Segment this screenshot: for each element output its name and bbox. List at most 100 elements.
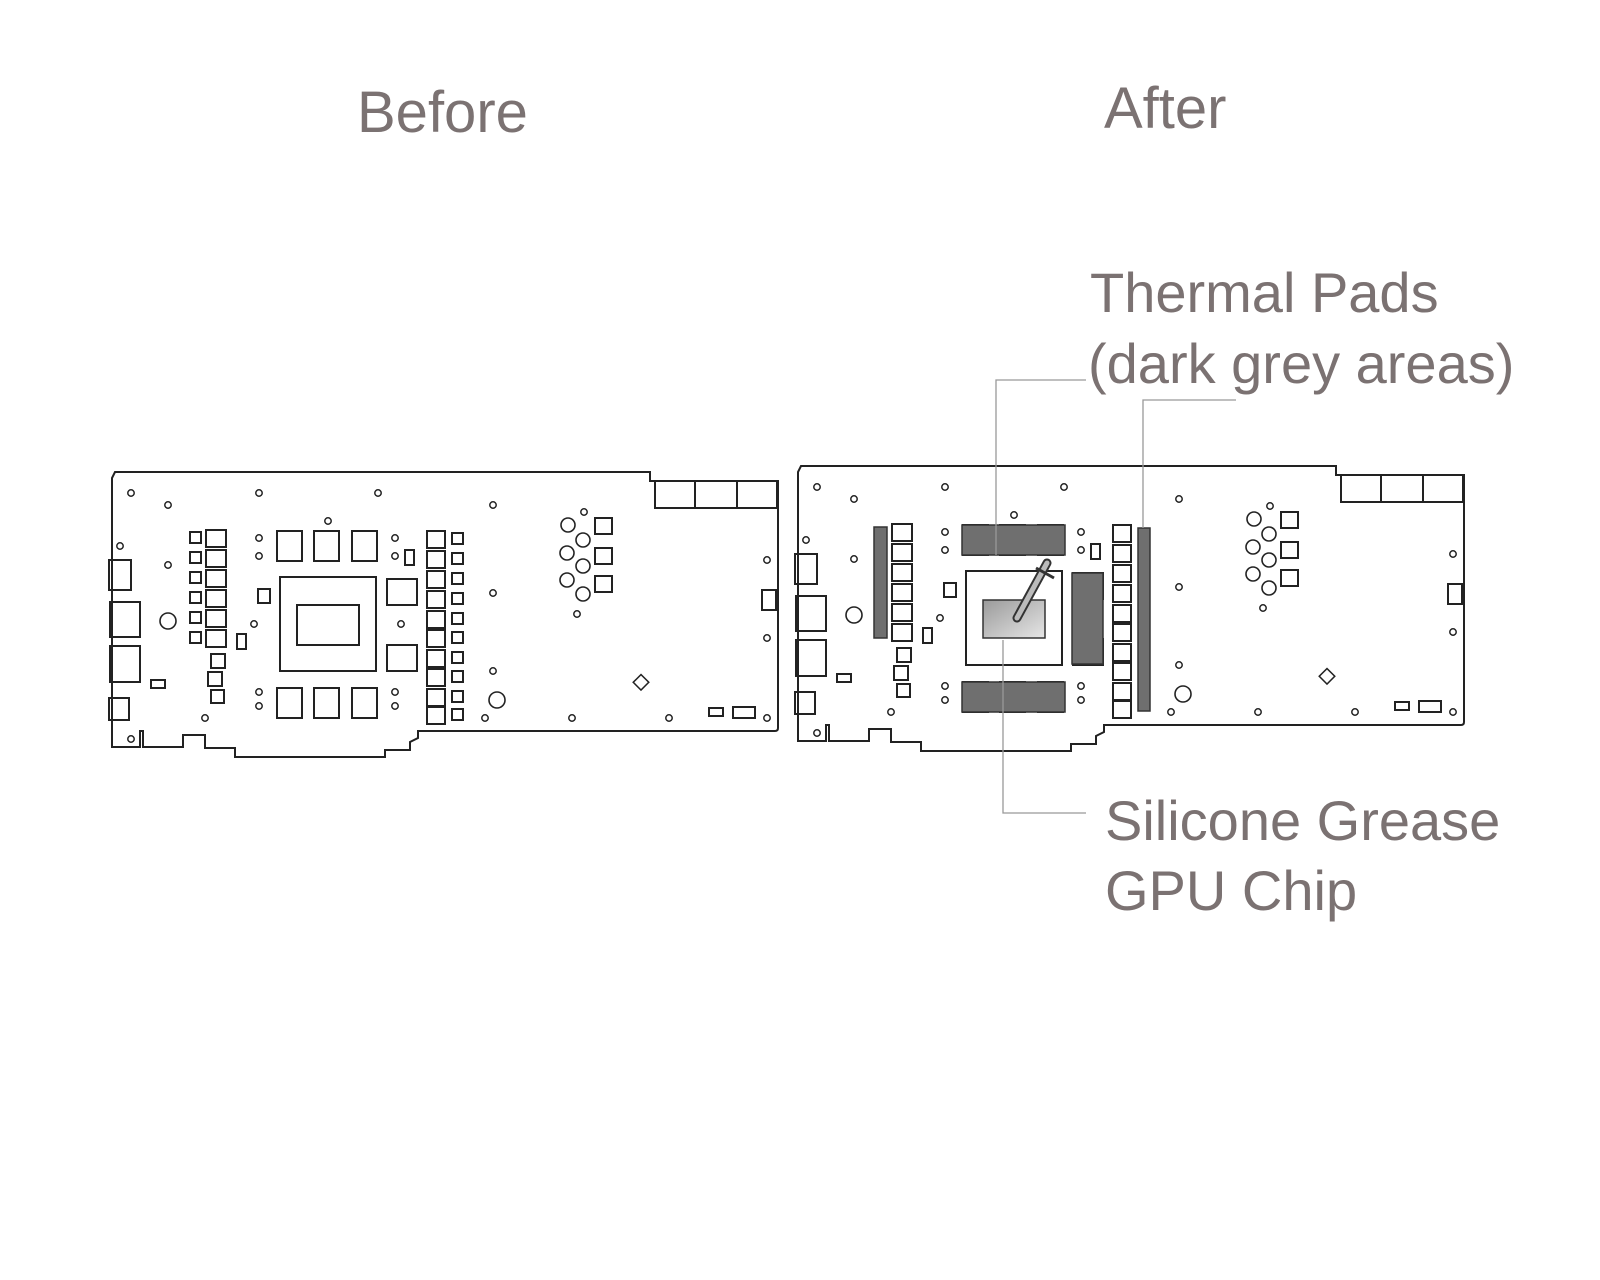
gpu-package xyxy=(965,570,1063,666)
vrm-choke xyxy=(426,629,446,648)
screw-hole xyxy=(255,534,263,542)
screw-hole xyxy=(941,682,949,690)
memory-chip xyxy=(313,530,340,562)
capacitor xyxy=(1245,566,1261,582)
component xyxy=(207,671,223,687)
thermal-pad xyxy=(873,526,888,639)
gpu-chip-label: GPU Chip xyxy=(1105,859,1358,922)
vrm-choke xyxy=(205,529,227,548)
vrm-choke xyxy=(891,623,913,642)
vrm-choke xyxy=(1112,564,1132,583)
screw-hole xyxy=(391,702,399,710)
capacitor xyxy=(575,586,591,602)
screw-hole xyxy=(850,555,858,563)
capacitor xyxy=(559,572,575,588)
capacitor xyxy=(845,606,863,624)
io-bracket-port xyxy=(1380,474,1424,503)
vrm-small xyxy=(451,690,464,703)
vrm-small xyxy=(451,592,464,605)
screw-hole xyxy=(1449,550,1457,558)
vrm-small xyxy=(451,631,464,644)
capacitor xyxy=(560,517,576,533)
component xyxy=(1090,543,1101,560)
screw-hole xyxy=(127,735,135,743)
memory-chip xyxy=(351,687,378,719)
screw-hole xyxy=(324,517,332,525)
vrm-small xyxy=(189,531,202,544)
screw-hole xyxy=(802,536,810,544)
vrm-choke xyxy=(426,530,446,549)
io-bracket-port xyxy=(1422,474,1464,503)
thermal-pad xyxy=(961,524,1066,556)
vrm-choke xyxy=(426,706,446,725)
vrm-choke xyxy=(426,668,446,687)
component xyxy=(594,547,613,565)
thermal-pad xyxy=(1137,527,1151,712)
edge-connector xyxy=(795,639,827,677)
memory-chip xyxy=(276,530,303,562)
vrm-choke xyxy=(426,590,446,609)
vrm-choke xyxy=(891,543,913,562)
screw-hole xyxy=(936,614,944,622)
edge-connector xyxy=(1447,583,1463,605)
screw-hole xyxy=(1259,604,1267,612)
capacitor xyxy=(159,612,177,630)
screw-hole xyxy=(391,534,399,542)
capacitor xyxy=(575,558,591,574)
component xyxy=(708,707,724,717)
component xyxy=(594,575,613,593)
io-bracket-port xyxy=(654,480,696,509)
vrm-choke xyxy=(426,688,446,707)
capacitor xyxy=(1261,526,1277,542)
screw-hole xyxy=(1175,661,1183,669)
edge-connector xyxy=(108,559,132,591)
component xyxy=(943,582,957,598)
thermal-pad-leader-line xyxy=(995,379,1086,555)
component xyxy=(150,679,166,689)
vrm-choke xyxy=(426,610,446,629)
vrm-choke xyxy=(205,629,227,648)
component xyxy=(1394,701,1410,711)
component xyxy=(1280,511,1299,529)
screw-hole xyxy=(1077,528,1085,536)
vrm-choke xyxy=(1112,662,1132,681)
component xyxy=(1280,569,1299,587)
screw-hole xyxy=(489,501,497,509)
edge-connector xyxy=(794,553,818,585)
edge-connector xyxy=(108,697,130,721)
screw-hole xyxy=(763,634,771,642)
vrm-small xyxy=(451,708,464,721)
vrm-choke xyxy=(205,549,227,568)
vrm-choke xyxy=(205,589,227,608)
screw-hole xyxy=(1060,483,1068,491)
screw-hole xyxy=(850,495,858,503)
capacitor xyxy=(1261,552,1277,568)
screw-hole xyxy=(887,708,895,716)
vrm-small xyxy=(451,651,464,664)
vrm-choke xyxy=(1112,524,1132,543)
screw-hole xyxy=(1254,708,1262,716)
component xyxy=(1280,541,1299,559)
io-bracket-port xyxy=(694,480,738,509)
screw-hole xyxy=(941,528,949,536)
screw-hole xyxy=(763,556,771,564)
capacitor xyxy=(1245,539,1261,555)
screw-hole xyxy=(1175,583,1183,591)
after-annotations xyxy=(873,379,1236,814)
screw-hole xyxy=(489,589,497,597)
component xyxy=(594,517,613,535)
vrm-small xyxy=(189,631,202,644)
screw-hole xyxy=(164,561,172,569)
edge-connector xyxy=(109,601,141,638)
vrm-small xyxy=(451,552,464,565)
thermal-pads-sublabel: (dark grey areas) xyxy=(1088,332,1515,395)
vrm-choke xyxy=(1112,643,1132,662)
screw-hole xyxy=(941,546,949,554)
vrm-choke xyxy=(1112,623,1132,642)
vrm-small xyxy=(451,670,464,683)
screw-hole xyxy=(1077,682,1085,690)
screw-hole xyxy=(127,489,135,497)
thermal-pad-leader-line xyxy=(1142,399,1236,528)
component xyxy=(836,673,852,683)
screw-hole xyxy=(374,489,382,497)
